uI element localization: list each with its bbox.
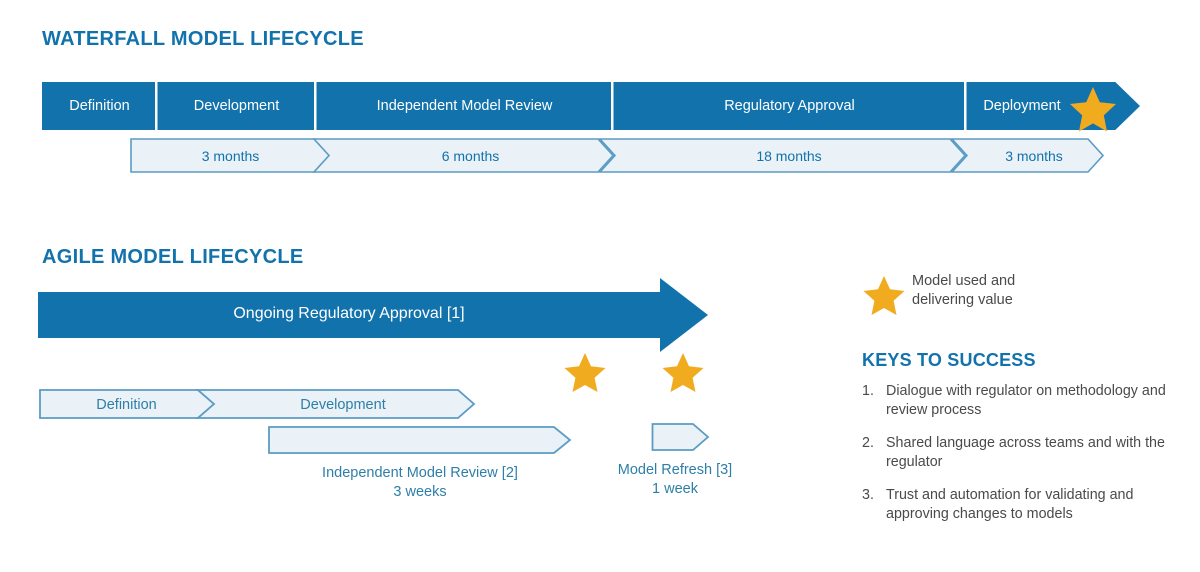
agile-phase-row (38, 388, 478, 420)
waterfall-duration-independent-model-review: 6 months (441, 148, 500, 164)
legend-line1: Model used and (912, 273, 1016, 289)
agile-model-refresh-caption: Model Refresh [3] 1 week (590, 461, 760, 499)
refresh-caption-line2: 1 week (652, 481, 698, 497)
model-value-star-agile-2 (661, 351, 705, 399)
agile-section-title: AGILE MODEL LIFECYCLE (42, 246, 304, 268)
refresh-caption-line1: Model Refresh [3] (617, 462, 733, 478)
legend-line2: delivering value (912, 292, 1013, 308)
agile-phase-development: Development (300, 397, 386, 413)
waterfall-phase-deployment: Deployment (983, 98, 1061, 114)
waterfall-phase-bar (42, 82, 1140, 130)
waterfall-duration-definition-development: 3 months (201, 148, 260, 164)
waterfall-duration-deployment: 3 months (1005, 148, 1063, 164)
waterfall-section-title: WATERFALL MODEL LIFECYCLE (42, 28, 364, 50)
keys-to-success-title: KEYS TO SUCCESS (862, 350, 1036, 370)
agile-model-refresh-bar (651, 422, 711, 452)
list-item: 3. Trust and automation for validating a… (862, 486, 1180, 524)
ongoing-regulatory-approval-label: Ongoing Regulatory Approval [1] (233, 305, 465, 322)
ongoing-regulatory-approval-arrow (38, 278, 708, 352)
model-value-star-agile-1 (563, 351, 607, 399)
list-item-number: 3. (862, 487, 874, 503)
model-value-star-waterfall (1068, 85, 1118, 138)
list-item: 2. Shared language across teams and with… (862, 434, 1180, 472)
waterfall-phase-independent-model-review: Independent Model Review (376, 98, 553, 114)
keys-to-success-list: 1. Dialogue with regulator on methodolog… (862, 382, 1180, 538)
list-item-number: 1. (862, 383, 874, 399)
list-item-text: Dialogue with regulator on methodology a… (886, 383, 1166, 418)
agile-phase-definition: Definition (96, 397, 157, 413)
list-item-text: Shared language across teams and with th… (886, 435, 1165, 470)
model-value-star-legend (862, 274, 906, 322)
star-legend-text: Model used and delivering value (912, 272, 1162, 310)
list-item-number: 2. (862, 435, 874, 451)
list-item: 1. Dialogue with regulator on methodolog… (862, 382, 1180, 420)
imr-caption-line1: Independent Model Review [2] (322, 465, 518, 481)
waterfall-phase-definition: Definition (69, 98, 130, 114)
waterfall-phase-regulatory-approval: Regulatory Approval (724, 98, 855, 114)
agile-independent-model-review-bar (268, 426, 572, 454)
waterfall-duration-row (130, 138, 1110, 174)
waterfall-duration-regulatory-approval: 18 months (756, 148, 822, 164)
list-item-text: Trust and automation for validating and … (886, 487, 1134, 522)
waterfall-phase-development: Development (193, 98, 280, 114)
agile-independent-model-review-caption: Independent Model Review [2] 3 weeks (270, 464, 570, 502)
imr-caption-line2: 3 weeks (393, 484, 447, 500)
